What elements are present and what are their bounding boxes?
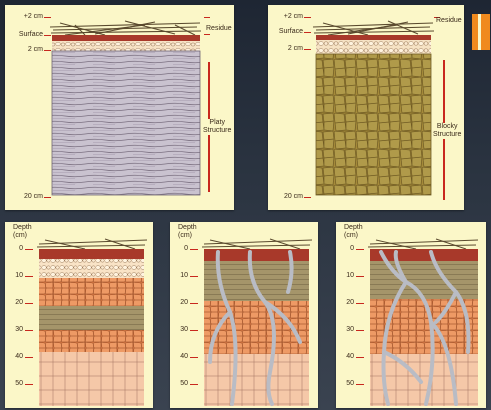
residue-layer xyxy=(313,21,434,35)
label-plus-2cm: +2 cm xyxy=(273,13,303,21)
tick-0 xyxy=(190,249,198,250)
depth-tick-30: 30 xyxy=(11,326,23,334)
residue-layer xyxy=(50,21,201,35)
label-2cm: 2 cm xyxy=(13,46,43,54)
tick-40 xyxy=(356,357,364,358)
slide-accent-bar xyxy=(472,14,490,50)
tick-40 xyxy=(25,357,33,358)
tick-0 xyxy=(25,249,33,250)
tick-50 xyxy=(356,384,364,385)
residue-bracket-bottom xyxy=(204,34,210,35)
label-surface: Surface xyxy=(269,28,303,36)
tick-10 xyxy=(190,276,198,277)
depth-tick-30: 30 xyxy=(176,326,188,334)
depth-tick-50: 50 xyxy=(342,380,354,388)
depth-tick-50: 50 xyxy=(176,380,188,388)
depth-axis-title: Depth (cm) xyxy=(178,224,197,240)
tick-plus-2cm xyxy=(44,17,51,18)
tick-20 xyxy=(356,303,364,304)
depth-tick-20: 20 xyxy=(342,299,354,307)
label-surface: Surface xyxy=(9,31,43,39)
label-residue: Residue xyxy=(206,25,232,33)
tick-20cm xyxy=(44,197,51,198)
profile-panel-some-roots: Depth (cm) 0 10 20 30 40 50 xyxy=(170,222,318,408)
tick-20cm xyxy=(304,197,311,198)
tick-surface xyxy=(304,32,311,33)
tick-2cm xyxy=(304,49,311,50)
residue-layer xyxy=(202,239,312,249)
tick-50 xyxy=(190,384,198,385)
depth-tick-10: 10 xyxy=(342,272,354,280)
tick-30 xyxy=(356,330,364,331)
tick-surface xyxy=(44,35,51,36)
label-2cm: 2 cm xyxy=(273,45,303,53)
depth-tick-10: 10 xyxy=(11,272,23,280)
depth-tick-30: 30 xyxy=(342,326,354,334)
tick-plus-2cm xyxy=(304,17,311,18)
blocky-structure-panel: +2 cm Surface 2 cm 20 cm Residue Blocky … xyxy=(268,5,464,210)
residue-layer xyxy=(37,239,147,249)
label-residue: Residue xyxy=(436,17,462,25)
residue-layer xyxy=(368,239,478,249)
depth-tick-50: 50 xyxy=(11,380,23,388)
tick-0 xyxy=(356,249,364,250)
label-platy-structure: Platy Structure xyxy=(203,119,231,135)
tick-40 xyxy=(190,357,198,358)
tick-10 xyxy=(356,276,364,277)
depth-tick-20: 20 xyxy=(176,299,188,307)
depth-tick-40: 40 xyxy=(176,353,188,361)
depth-axis-title: Depth (cm) xyxy=(344,224,363,240)
label-blocky-structure: Blocky Structure xyxy=(433,123,461,139)
tick-2cm xyxy=(44,50,51,51)
depth-axis-title: Depth (cm) xyxy=(13,224,32,240)
depth-tick-10: 10 xyxy=(176,272,188,280)
profile-panel-no-roots: Depth (cm) 0 10 20 30 40 50 xyxy=(5,222,153,408)
tick-30 xyxy=(25,330,33,331)
depth-tick-0: 0 xyxy=(342,245,354,253)
depth-tick-20: 20 xyxy=(11,299,23,307)
label-20cm: 20 cm xyxy=(273,193,303,201)
tick-30 xyxy=(190,330,198,331)
depth-tick-0: 0 xyxy=(11,245,23,253)
tick-50 xyxy=(25,384,33,385)
platy-structure-panel: +2 cm Surface 2 cm 20 cm Residue Platy S… xyxy=(5,5,234,210)
tick-20 xyxy=(190,303,198,304)
depth-tick-0: 0 xyxy=(176,245,188,253)
tick-20 xyxy=(25,303,33,304)
label-20cm: 20 cm xyxy=(13,193,43,201)
label-plus-2cm: +2 cm xyxy=(13,13,43,21)
depth-tick-40: 40 xyxy=(342,353,354,361)
tick-10 xyxy=(25,276,33,277)
profile-panel-many-roots: Depth (cm) 0 10 20 30 40 50 xyxy=(336,222,486,408)
residue-bracket xyxy=(204,17,210,18)
depth-tick-40: 40 xyxy=(11,353,23,361)
